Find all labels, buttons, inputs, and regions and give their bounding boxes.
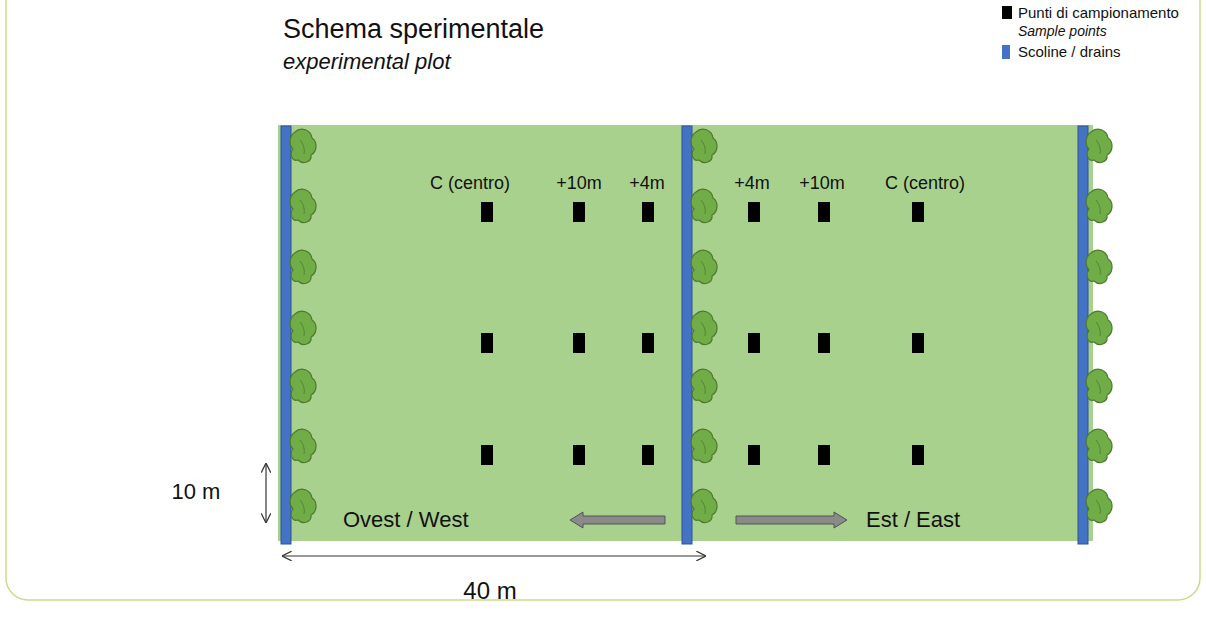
- direction-arrow: [736, 512, 847, 528]
- bush: [290, 429, 316, 462]
- legend-subtext: Sample points: [1018, 23, 1107, 39]
- sample-point: [642, 445, 654, 465]
- drain: [1078, 126, 1088, 544]
- bush: [691, 250, 717, 283]
- sample-point: [912, 333, 924, 353]
- sample-point: [912, 202, 924, 222]
- sample-point: [748, 202, 760, 222]
- position-label: C (centro): [885, 173, 965, 194]
- bush: [1086, 189, 1112, 222]
- bush: [1086, 429, 1112, 462]
- bush: [691, 311, 717, 344]
- sample-point: [481, 202, 493, 222]
- bush: [290, 489, 316, 522]
- legend-swatch: [1002, 45, 1010, 59]
- sample-point: [748, 445, 760, 465]
- sample-point: [642, 202, 654, 222]
- bush: [290, 250, 316, 283]
- direction-label: Ovest / West: [343, 507, 469, 532]
- bush: [290, 369, 316, 402]
- title: Schema sperimentale: [283, 14, 544, 45]
- bush: [1086, 250, 1112, 283]
- drain: [281, 126, 291, 544]
- position-label: +4m: [734, 173, 770, 194]
- bush: [691, 429, 717, 462]
- dimension-line: [283, 555, 705, 556]
- legend-text: Punti di campionamento: [1018, 4, 1179, 21]
- sample-point: [573, 445, 585, 465]
- sample-point: [481, 445, 493, 465]
- bush: [1086, 311, 1112, 344]
- legend-text: Scoline / drains: [1018, 43, 1121, 60]
- drain: [682, 126, 692, 544]
- position-label: +10m: [799, 173, 845, 194]
- sample-point: [818, 202, 830, 222]
- hedge: [290, 129, 1112, 522]
- subtitle: experimental plot: [283, 49, 451, 74]
- sample-point: [748, 333, 760, 353]
- frame: [6, 0, 1200, 600]
- dimension-line: [265, 464, 266, 522]
- dimension-label: 10 m: [172, 479, 221, 504]
- bush: [1086, 489, 1112, 522]
- position-label: +4m: [629, 173, 665, 194]
- direction-arrow: [570, 512, 665, 528]
- bush: [1086, 129, 1112, 162]
- bush: [290, 311, 316, 344]
- sample-point: [818, 445, 830, 465]
- bush: [691, 129, 717, 162]
- sample-point: [912, 445, 924, 465]
- position-label: +10m: [556, 173, 602, 194]
- sample-point: [481, 333, 493, 353]
- sample-point: [818, 333, 830, 353]
- bush: [290, 129, 316, 162]
- bush: [290, 189, 316, 222]
- position-label: C (centro): [430, 173, 510, 194]
- direction-label: Est / East: [866, 507, 960, 532]
- bush: [1086, 369, 1112, 402]
- sample-point: [642, 333, 654, 353]
- bush: [691, 189, 717, 222]
- sample-point: [573, 202, 585, 222]
- sample-point: [573, 333, 585, 353]
- bush: [691, 369, 717, 402]
- dimension-label: 40 m: [463, 577, 516, 605]
- legend-swatch: [1002, 6, 1012, 19]
- bush: [691, 489, 717, 522]
- sample-points: [481, 202, 924, 465]
